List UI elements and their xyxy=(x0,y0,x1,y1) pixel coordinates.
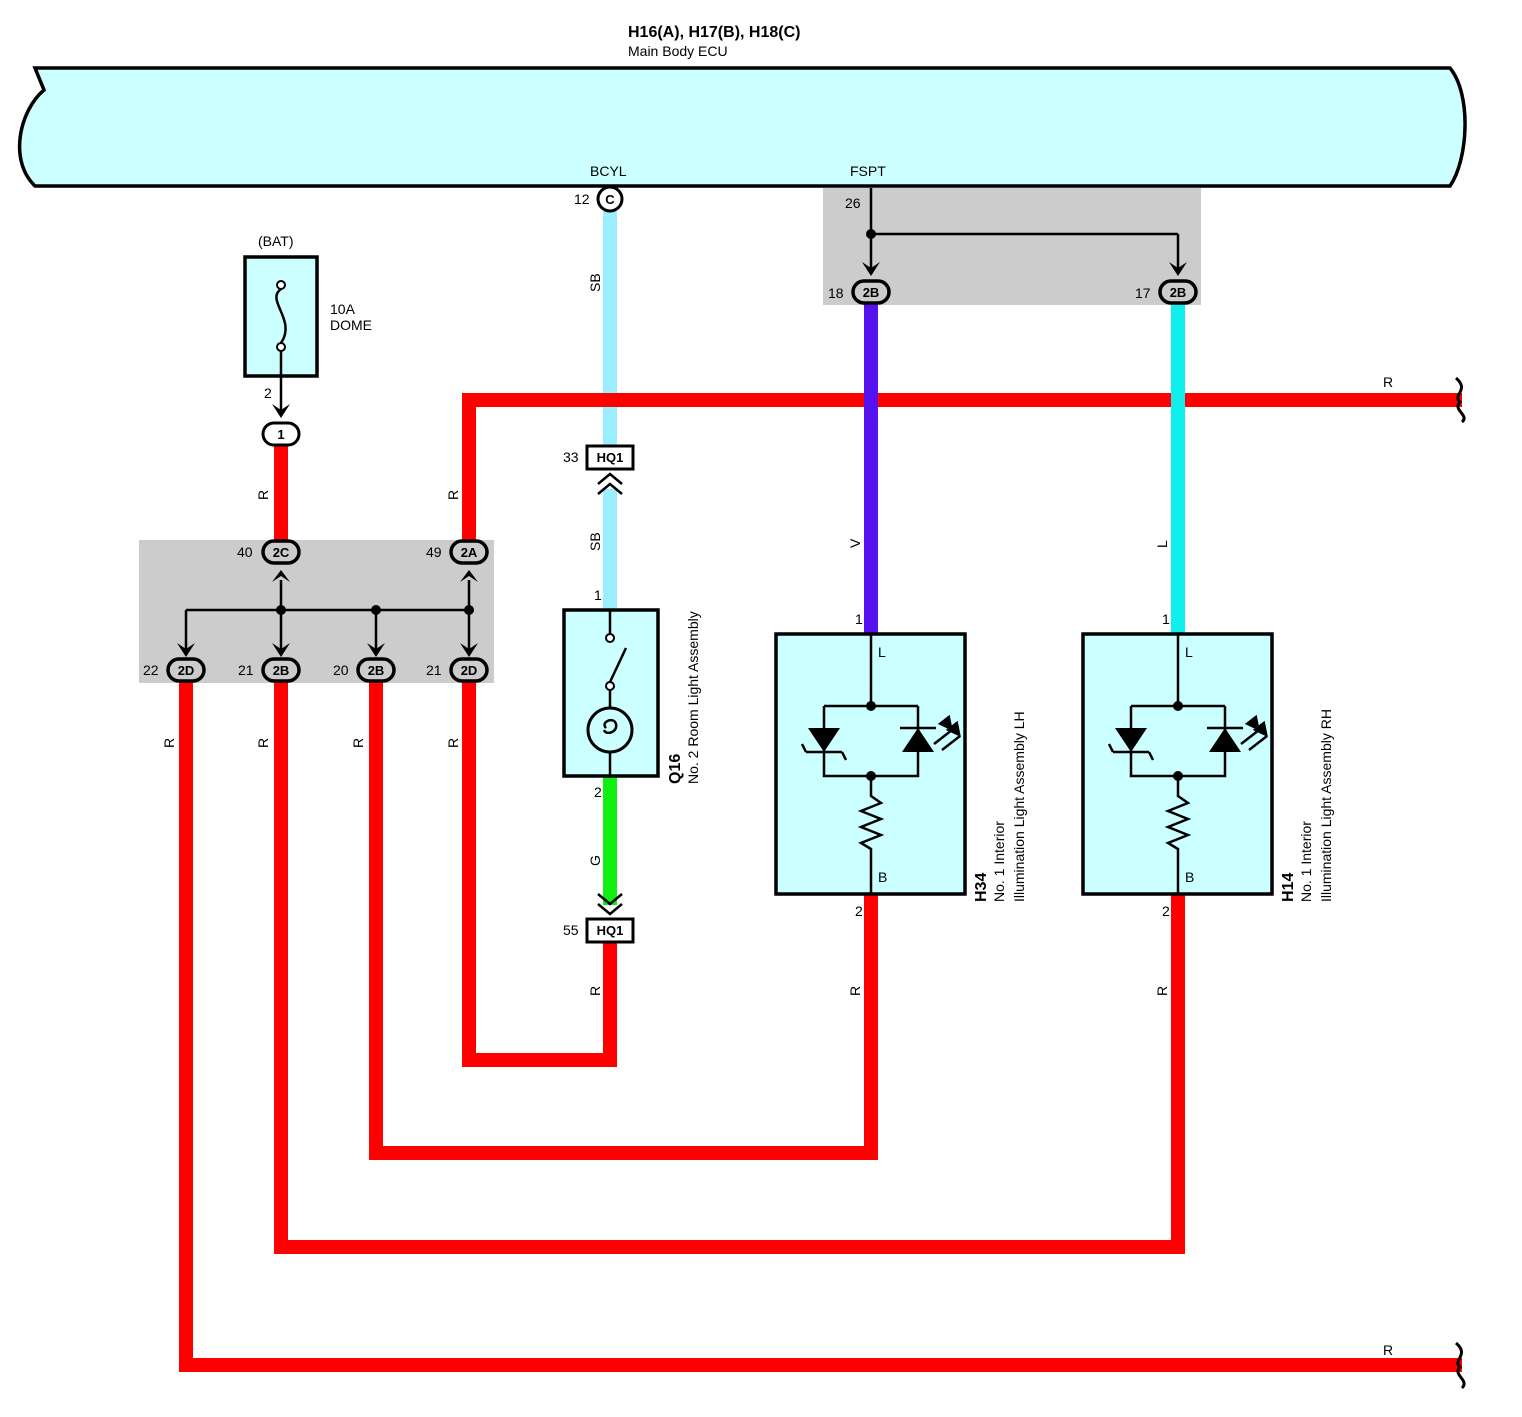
wire-label-v: V xyxy=(847,538,863,548)
fspt-out1-pin: 18 xyxy=(828,285,844,301)
h34-term-bottom: B xyxy=(878,869,887,885)
hq1-bottom-pin: 55 xyxy=(563,922,579,938)
fuse-rating-label: 10A xyxy=(330,301,356,317)
terminal-fspt-label: FSPT xyxy=(850,163,886,179)
junction-out3-label: 2B xyxy=(368,663,385,678)
hq1-bottom-label: HQ1 xyxy=(597,923,624,938)
main-body-ecu: H16(A), H17(B), H18(C) Main Body ECU BCY… xyxy=(17,24,1467,188)
wire-break-bottom xyxy=(1454,1341,1466,1390)
q16-pin-top: 1 xyxy=(594,587,602,603)
q16-name: No. 2 Room Light Assembly xyxy=(685,611,701,784)
fspt-out2-label: 2B xyxy=(1170,285,1187,300)
wire-label-r-22: R xyxy=(161,738,177,748)
wire-label-r-right: R xyxy=(1383,374,1393,390)
ecu-pin-c-label: C xyxy=(605,192,615,207)
junction-out2-pin: 21 xyxy=(238,662,254,678)
connector-hq1-bottom: HQ1 55 xyxy=(563,893,635,944)
ecu-connectors-label: H16(A), H17(B), H18(C) xyxy=(628,24,800,41)
ecu-pin-c-number: 12 xyxy=(574,191,590,207)
wire-r-bottom xyxy=(179,676,1462,1372)
zener-diode-icon xyxy=(800,728,848,761)
led-icon xyxy=(1207,714,1268,752)
wire-label-r-main: R xyxy=(445,490,461,500)
h34-name-line1: No. 1 Interior xyxy=(991,821,1007,902)
fuse-source-label: (BAT) xyxy=(258,233,294,249)
wire-label-r-20: R xyxy=(350,738,366,748)
h14-name-line1: No. 1 Interior xyxy=(1298,821,1314,902)
wires xyxy=(179,204,1462,1372)
splice-dome: 2C 40 2A 49 2D 22 2B 21 2B 20 2D 21 xyxy=(143,539,489,683)
junction-out2-label: 2B xyxy=(273,663,290,678)
wire-r-main xyxy=(462,393,1462,547)
wire-label-r-fuse: R xyxy=(255,490,271,500)
junction-2c-label: 2C xyxy=(273,545,290,560)
wire-r-h34 xyxy=(369,676,878,1160)
ecu-body xyxy=(17,66,1467,188)
illumination-light-lh: 1 L B 2 H34 No. 1 Interior Illumination … xyxy=(774,611,1027,919)
connector-hq1-top: HQ1 33 xyxy=(563,444,635,495)
wire-label-r-bottom-right: R xyxy=(1383,1342,1393,1358)
wire-break-top xyxy=(1454,376,1466,424)
zener-diode-icon xyxy=(1107,728,1155,761)
h14-term-bottom: B xyxy=(1185,869,1194,885)
wire-label-r-h34: R xyxy=(847,986,863,996)
led-icon xyxy=(900,714,961,752)
wire-label-g: G xyxy=(587,855,603,866)
h34-pin-top: 1 xyxy=(855,611,863,627)
junction-out4-label: 2D xyxy=(461,663,478,678)
junction-out3-pin: 20 xyxy=(333,662,349,678)
resistor-icon xyxy=(857,776,885,894)
h34-term-top: L xyxy=(878,644,886,660)
wire-r-h14 xyxy=(274,676,1185,1254)
fspt-out2-pin: 17 xyxy=(1135,285,1151,301)
h14-name-line2: Illumination Light Assembly RH xyxy=(1318,709,1334,902)
illumination-light-rh: 1 L B 2 H14 No. 1 Interior Illumination … xyxy=(1081,611,1334,919)
resistor-icon xyxy=(1164,776,1192,894)
fuse-connector-label: 1 xyxy=(277,427,284,442)
wire-label-r-h14: R xyxy=(1154,986,1170,996)
h14-term-top: L xyxy=(1185,644,1193,660)
junction-out1-pin: 22 xyxy=(143,662,159,678)
junction-2a-label: 2A xyxy=(461,545,478,560)
h14-pin-top: 1 xyxy=(1162,611,1170,627)
h34-code: H34 xyxy=(973,873,990,902)
ecu-pin-c: C 12 xyxy=(574,185,624,213)
junction-out1-label: 2D xyxy=(178,663,195,678)
h34-name-line2: Illumination Light Assembly LH xyxy=(1011,711,1027,902)
wire-label-r-21d: R xyxy=(445,738,461,748)
junction-2c-pin: 40 xyxy=(237,544,253,560)
wire-label-sb-2: SB xyxy=(587,532,603,551)
wire-label-sb-1: SB xyxy=(587,273,603,292)
q16-code: Q16 xyxy=(667,754,684,784)
fspt-pin-number: 26 xyxy=(845,195,861,211)
junction-out4-pin: 21 xyxy=(426,662,442,678)
fuse-dome: (BAT) 10A DOME 2 1 xyxy=(243,233,372,447)
fspt-out1-label: 2B xyxy=(863,285,880,300)
wire-label-r-hq1: R xyxy=(587,986,603,996)
h14-pin-bottom: 2 xyxy=(1162,903,1170,919)
ecu-name-label: Main Body ECU xyxy=(628,43,728,59)
switch-icon xyxy=(608,647,628,683)
h34-pin-bottom: 2 xyxy=(855,903,863,919)
terminal-bcyl-label: BCYL xyxy=(590,163,627,179)
fuse-name-label: DOME xyxy=(330,317,372,333)
hq1-top-pin: 33 xyxy=(563,449,579,465)
splice-fspt: 26 2B 18 2B 17 xyxy=(828,188,1198,305)
wire-label-l: L xyxy=(1154,540,1170,548)
hq1-top-label: HQ1 xyxy=(597,450,624,465)
q16-pin-bottom: 2 xyxy=(594,784,602,800)
junction-2a-pin: 49 xyxy=(426,544,442,560)
wire-r-hq1-return xyxy=(462,676,617,1067)
room-light-assembly: 1 2 Q16 No. 2 Room Light Assembly xyxy=(562,587,701,800)
fuse-element-icon xyxy=(275,287,287,344)
h14-code: H14 xyxy=(1280,873,1297,902)
wire-label-r-21: R xyxy=(255,738,271,748)
fuse-pin-number: 2 xyxy=(264,385,272,401)
